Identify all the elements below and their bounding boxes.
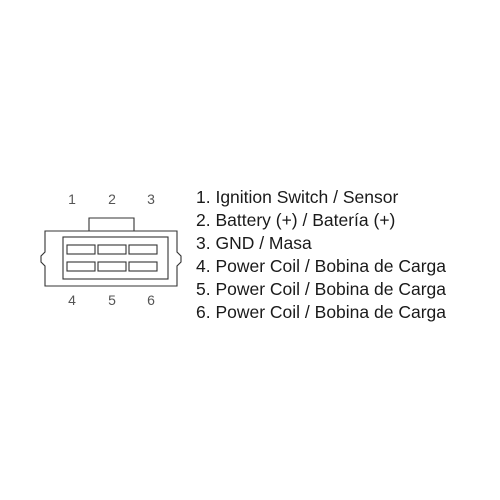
pin-terminal-4 xyxy=(66,261,96,272)
legend-item-1: 1. Ignition Switch / Sensor xyxy=(196,187,399,207)
pin-number-2: 2 xyxy=(108,191,116,207)
connector-body xyxy=(40,230,182,287)
pin-number-4: 4 xyxy=(68,292,76,308)
pin-terminal-3 xyxy=(128,244,158,255)
pin-terminal-2 xyxy=(97,244,127,255)
legend-item-3: 3. GND / Masa xyxy=(196,233,312,253)
connector-cavity xyxy=(62,236,169,280)
pin-terminal-5 xyxy=(97,261,127,272)
pin-number-1: 1 xyxy=(68,191,76,207)
pin-number-5: 5 xyxy=(108,292,116,308)
pin-number-3: 3 xyxy=(147,191,155,207)
legend-item-5: 5. Power Coil / Bobina de Carga xyxy=(196,279,446,299)
pin-terminal-1 xyxy=(66,244,96,255)
pin-number-6: 6 xyxy=(147,292,155,308)
locking-tab xyxy=(88,217,135,231)
pin-legend: 1. Ignition Switch / Sensor 2. Battery (… xyxy=(196,186,446,324)
legend-item-2: 2. Battery (+) / Batería (+) xyxy=(196,210,396,230)
legend-item-4: 4. Power Coil / Bobina de Carga xyxy=(196,256,446,276)
pin-terminal-6 xyxy=(128,261,158,272)
legend-item-6: 6. Power Coil / Bobina de Carga xyxy=(196,302,446,322)
connector-housing xyxy=(40,217,182,287)
